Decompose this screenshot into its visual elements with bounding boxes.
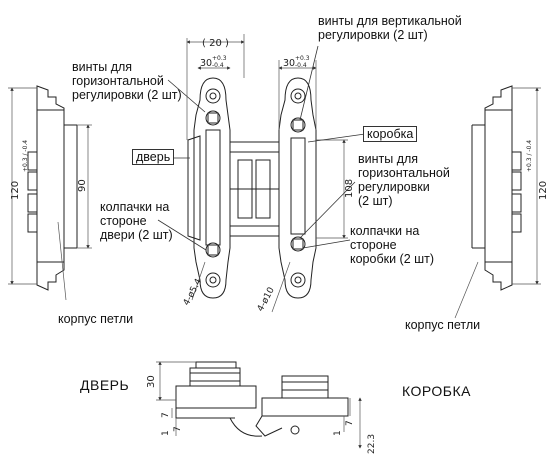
label-door: дверь xyxy=(132,149,175,165)
right-dimension-lines xyxy=(454,87,541,319)
door-plate xyxy=(187,77,231,299)
dim-side-7c: 7 xyxy=(345,420,355,426)
dim-30-left-tol-plus: +0.3 xyxy=(212,55,227,62)
dim-120-right-tol: +0.3 / -0.4 xyxy=(526,140,533,172)
bottom-door-cap xyxy=(175,361,263,437)
leader-lines xyxy=(157,45,366,251)
label-caps-box: колпачки на стороне коробки (2 шт) xyxy=(350,224,435,266)
dim-108: 108 xyxy=(344,179,355,198)
label-screws-horizontal-right: винты для горизонтальной регулировки (2 … xyxy=(358,152,450,208)
bottom-dimension-lines xyxy=(156,361,362,449)
dim-120-left: 120 xyxy=(10,181,21,200)
box-plate xyxy=(278,77,317,299)
dim-side-7b: 7 xyxy=(173,426,183,432)
label-door-caps: ДВЕРЬ xyxy=(80,377,130,393)
dim-width-20: ( 20 ) xyxy=(202,38,229,49)
dim-side-30: 30 xyxy=(146,375,157,388)
dim-side-1b: 1 xyxy=(333,430,343,436)
dim-30-left: 30 xyxy=(200,58,212,69)
label-screws-horizontal-left: винты для горизонтальной регулировки (2 … xyxy=(72,60,182,102)
dim-side-7a: 7 xyxy=(161,412,171,418)
dim-hole-left: 4-ø5.4 xyxy=(182,277,204,307)
left-dimension-lines xyxy=(8,87,92,301)
hinge-linkage xyxy=(229,141,280,237)
bottom-box-cap xyxy=(255,375,349,437)
label-screws-vertical: винты для вертикальной регулировки (2 шт… xyxy=(318,14,462,42)
dim-30-right-tol-minus: -0.4 xyxy=(295,62,307,69)
right-side-view xyxy=(471,85,522,291)
top-dimension-lines xyxy=(186,34,348,313)
dim-90: 90 xyxy=(77,179,88,192)
dim-30-right: 30 xyxy=(283,58,295,69)
dim-30-left-tol-minus: -0.4 xyxy=(212,62,224,69)
dim-120-left-tol: +0.3 / -0.4 xyxy=(22,140,29,172)
dim-120-right: 120 xyxy=(538,181,549,200)
dim-side-22-3: 22.3 xyxy=(367,434,377,454)
label-caps-door: колпачки на стороне двери (2 шт) xyxy=(100,200,173,242)
label-hinge-body-left: корпус петли xyxy=(58,312,134,326)
left-side-view xyxy=(27,85,78,291)
label-box-caps: КОРОБКА xyxy=(402,383,471,399)
label-box: коробка xyxy=(363,126,418,142)
dim-hole-right: 4-ø10 xyxy=(256,286,277,314)
dim-30-right-tol-plus: +0.3 xyxy=(295,55,310,62)
label-hinge-body-right: корпус петли xyxy=(405,318,481,332)
dim-side-1a: 1 xyxy=(161,430,171,436)
